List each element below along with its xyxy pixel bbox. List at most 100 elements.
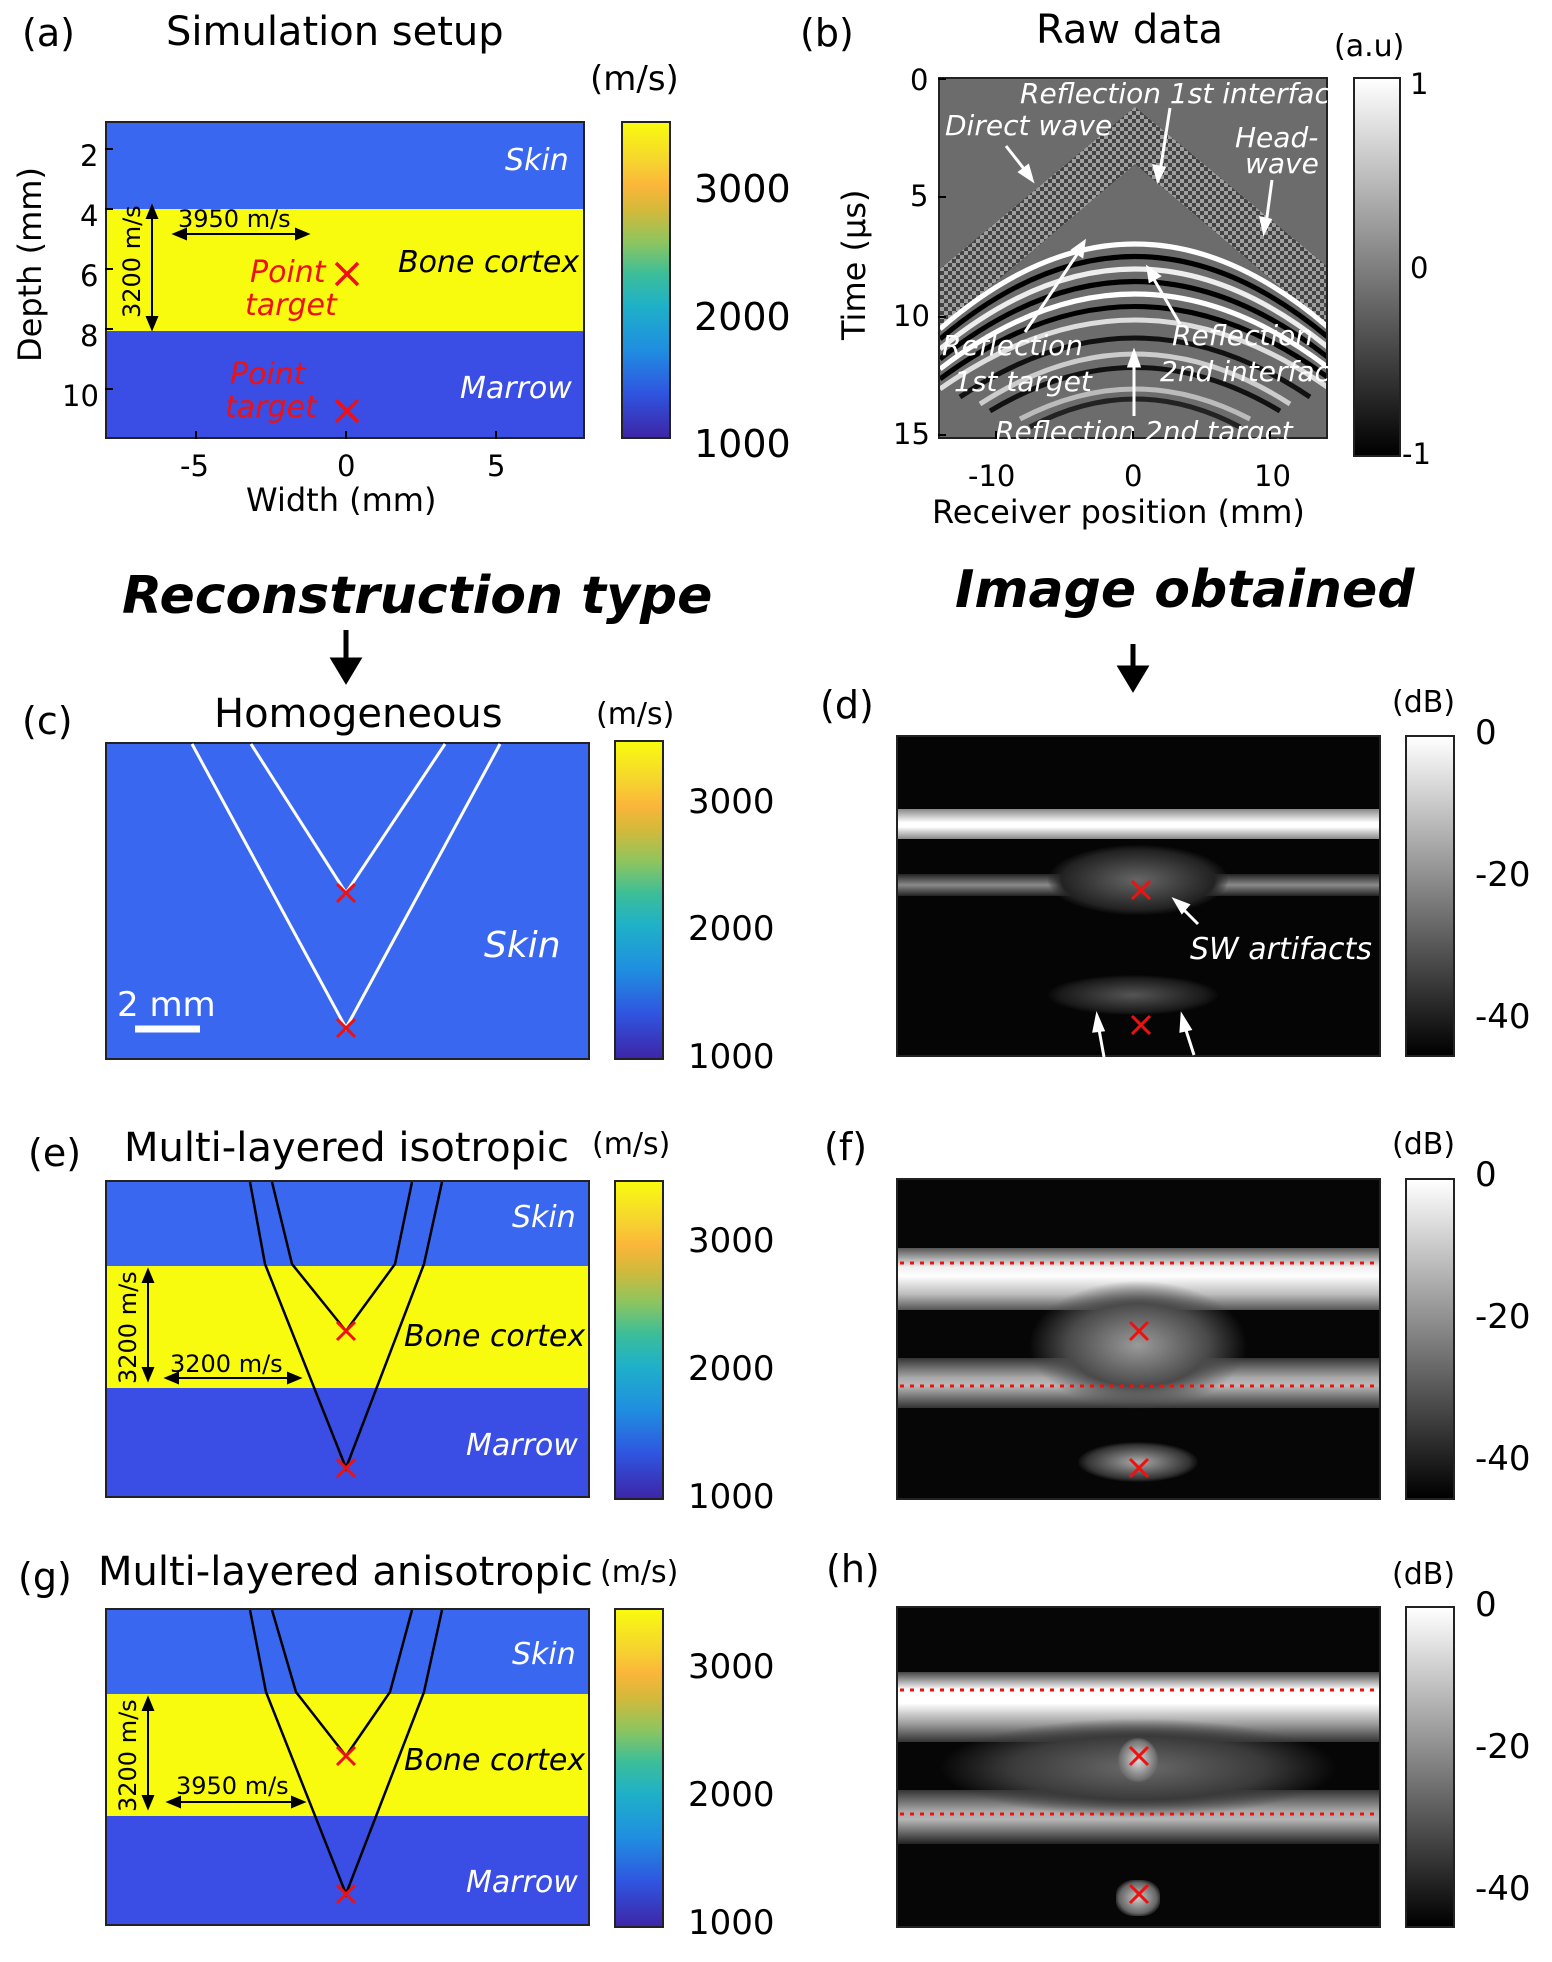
panel-d-image — [896, 735, 1381, 1057]
arrow-head — [171, 227, 187, 241]
marrow-layer — [107, 331, 583, 437]
colorbar-tick: -40 — [1475, 1439, 1531, 1479]
panel-b-title: Raw data — [1036, 7, 1223, 53]
colorbar-tick: 1000 — [688, 1903, 775, 1943]
skin-label: Skin — [505, 143, 569, 178]
panel-g-plot — [105, 1608, 590, 1926]
section-image-obtained: Image obtained — [955, 560, 1415, 620]
panel-d-colorbar — [1405, 735, 1455, 1057]
colorbar-tick: 3000 — [688, 1647, 775, 1687]
colorbar-tick: 3000 — [688, 1221, 775, 1261]
point-target-label: target — [225, 390, 317, 425]
colorbar-tick: 0 — [1475, 1155, 1497, 1195]
panel-a-xtick: 5 — [487, 449, 506, 483]
panel-b-colorbar — [1353, 77, 1401, 457]
annotation-reflection-1st-target: Reflection — [942, 329, 1084, 362]
panel-d-letter: (d) — [820, 683, 874, 727]
colorbar-tick: 1000 — [694, 422, 791, 466]
reflection-hyperbolas — [940, 241, 1326, 430]
panel-a-colorbar — [621, 121, 671, 439]
interface-band — [898, 809, 1379, 839]
annotation-reflection-1st-interface: Reflection 1st interface — [1020, 77, 1348, 110]
interface-dotted-line — [900, 1688, 1378, 1816]
panel-b-ticks — [938, 78, 1271, 439]
panel-a-ytick: 10 — [62, 379, 99, 413]
panel-b-unit: (a.u) — [1334, 29, 1405, 64]
panel-a-ytick: 6 — [80, 259, 99, 293]
colorbar-tick: 0 — [1475, 713, 1497, 753]
panel-d-unit: (dB) — [1392, 685, 1456, 720]
target-blob — [1116, 1880, 1160, 1916]
panel-c-plot — [105, 742, 590, 1060]
colorbar-tick: -20 — [1475, 1727, 1531, 1767]
headwave-pattern — [940, 107, 1326, 329]
skin-label: Skin — [512, 1637, 576, 1672]
panel-h-colorbar — [1405, 1606, 1455, 1928]
section-reconstruction-type: Reconstruction type — [122, 566, 713, 626]
panel-b-xtick: -10 — [968, 459, 1016, 493]
panel-c-unit: (m/s) — [596, 697, 675, 732]
panel-a-letter: (a) — [22, 11, 75, 55]
point-target-label: Point — [250, 255, 326, 290]
target-blob — [1078, 1442, 1198, 1482]
colorbar-tick: 2000 — [688, 909, 775, 949]
panel-c-letter: (c) — [22, 699, 73, 743]
panel-b-xtick: 10 — [1254, 459, 1291, 493]
colorbar-tick: 2000 — [694, 295, 791, 339]
marrow-layer — [107, 1388, 588, 1496]
colorbar-tick: 0 — [1475, 1585, 1497, 1625]
panel-e-unit: (m/s) — [592, 1127, 671, 1162]
colorbar-tick: 2000 — [688, 1349, 775, 1389]
target-marker — [1130, 879, 1152, 1036]
panel-g-colorbar — [614, 1608, 664, 1928]
bone-label: Bone cortex — [404, 1319, 586, 1354]
colorbar-tick: 3000 — [688, 782, 775, 822]
skin-layer — [107, 1610, 588, 1694]
panel-h-letter: (h) — [826, 1547, 880, 1591]
colorbar-tick: 3000 — [694, 167, 791, 211]
target-marker — [334, 261, 360, 424]
panel-a-xtick: 0 — [337, 449, 356, 483]
sw-artifacts-label: SW artifacts — [1190, 932, 1372, 967]
panel-g-title: Multi-layered anisotropic — [98, 1549, 593, 1595]
target-marker — [335, 1320, 357, 1479]
skin-layer — [107, 123, 583, 209]
panel-a-xlabel: Width (mm) — [246, 481, 437, 519]
bone-label: Bone cortex — [398, 245, 580, 280]
panel-b-ytick: 10 — [893, 299, 930, 333]
panel-a-ytick: 2 — [80, 139, 99, 173]
colorbar-tick: -40 — [1475, 1869, 1531, 1909]
panel-f-image — [896, 1178, 1381, 1500]
marrow-label: Marrow — [466, 1865, 578, 1900]
marrow-label: Marrow — [460, 371, 572, 406]
arrow-head — [329, 657, 363, 685]
target-marker — [335, 1745, 357, 1905]
arrow-head — [145, 316, 159, 332]
panel-b-ytick: 15 — [893, 417, 930, 451]
arrow-head — [145, 203, 159, 219]
artifact-blob — [1028, 1280, 1248, 1410]
target-marker — [1128, 1320, 1150, 1479]
point-target-label: Point — [230, 357, 306, 392]
skin-label: Skin — [484, 925, 561, 966]
panel-a-ytick: 4 — [80, 199, 99, 233]
annotation-reflection-2nd-target: Reflection 2nd target — [995, 415, 1293, 448]
panel-f-unit: (dB) — [1392, 1127, 1456, 1162]
panel-h-unit: (dB) — [1392, 1557, 1456, 1592]
raw-data-image — [940, 107, 1326, 430]
scale-bar-label: 2 mm — [117, 985, 216, 1025]
panel-b-ytick: 0 — [910, 63, 929, 97]
artifact-blob — [1048, 975, 1218, 1015]
panel-b-xtick: 0 — [1124, 459, 1143, 493]
target-blob — [1118, 1738, 1158, 1782]
target-marker — [1128, 1745, 1150, 1905]
panel-a-ticks — [105, 148, 497, 439]
panel-a-unit: (m/s) — [590, 59, 679, 99]
bone-label: Bone cortex — [404, 1743, 586, 1778]
